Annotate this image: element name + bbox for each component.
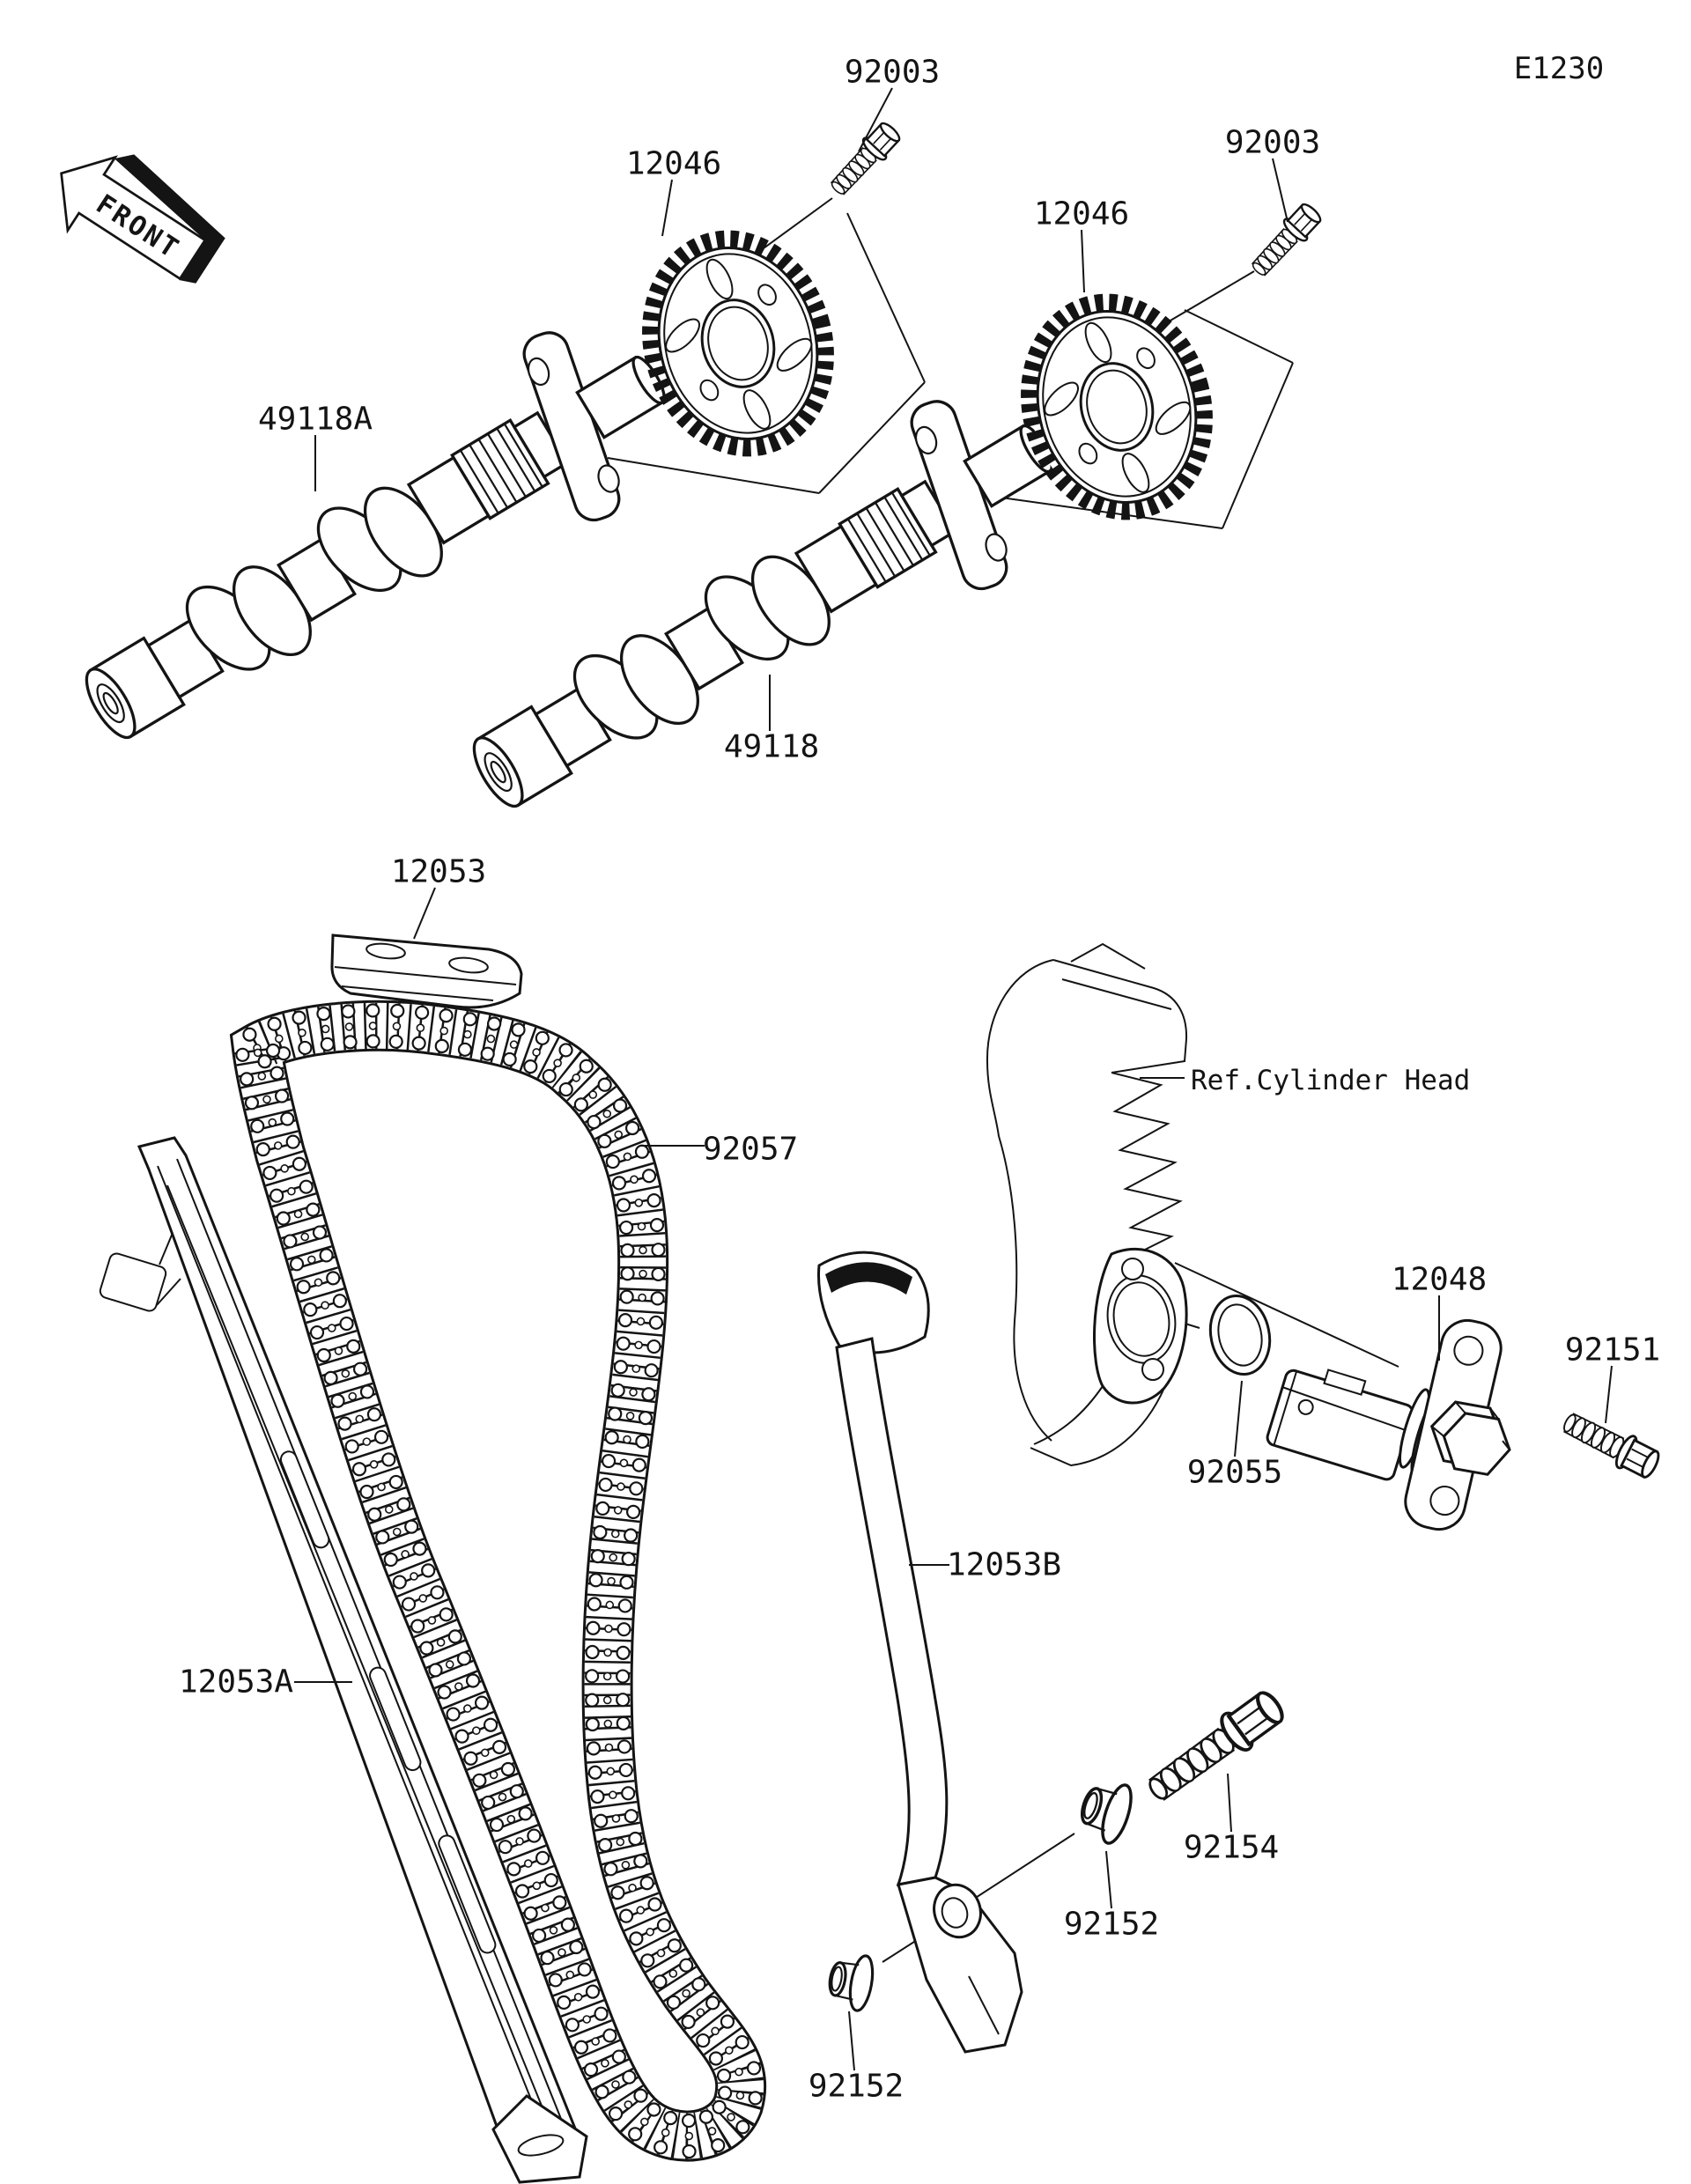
chain-guide-upper-12053 — [330, 933, 523, 1009]
bolt-92151 — [1556, 1404, 1665, 1484]
cam-chain-92057 — [229, 1000, 767, 2162]
part-label-92151: 92151 — [1564, 1332, 1661, 1369]
collar-92152-upper — [1073, 1773, 1139, 1848]
bolt-92154 — [1141, 1686, 1289, 1810]
assembly-alignment-lines — [607, 197, 1399, 1963]
cylinder-head-reference — [986, 942, 1188, 1467]
part-label-92152-lower: 92152 — [808, 2068, 905, 2105]
part-label-12053A: 12053A — [178, 1664, 294, 1701]
front-direction-arrow: FRONT — [60, 154, 225, 284]
page-code: E1230 — [1513, 51, 1605, 86]
part-label-92055: 92055 — [1186, 1454, 1283, 1491]
part-label-12053B: 12053B — [946, 1546, 1062, 1583]
ref-cylinder-head-note: Ref.Cylinder Head — [1191, 1065, 1471, 1096]
sprocket-exhaust-12046 — [627, 218, 850, 469]
part-label-12046-intake: 12046 — [1033, 196, 1130, 232]
part-label-92057: 92057 — [702, 1131, 799, 1168]
sprocket-intake-12046 — [1006, 282, 1229, 532]
part-label-12048: 12048 — [1391, 1261, 1488, 1298]
chain-tensioner-12048 — [1266, 1318, 1511, 1531]
chain-guide-front-12053A — [99, 1136, 588, 2184]
part-label-92003-intake: 92003 — [1224, 124, 1321, 161]
part-label-49118A: 49118A — [257, 401, 373, 438]
collar-92152-lower — [823, 1949, 878, 2014]
o-ring-92055 — [1208, 1294, 1272, 1376]
bolt-92003-exhaust — [823, 117, 905, 202]
part-label-92154: 92154 — [1183, 1829, 1280, 1866]
part-label-92003-exhaust: 92003 — [844, 54, 941, 91]
part-label-49118: 49118 — [723, 728, 820, 765]
part-label-12053: 12053 — [390, 853, 487, 890]
label-leader-lines — [294, 87, 1613, 2071]
part-label-12046-exhaust: 12046 — [625, 145, 722, 182]
chain-guide-rear-12053B — [817, 1251, 1023, 2054]
part-label-92152-upper: 92152 — [1063, 1906, 1160, 1943]
